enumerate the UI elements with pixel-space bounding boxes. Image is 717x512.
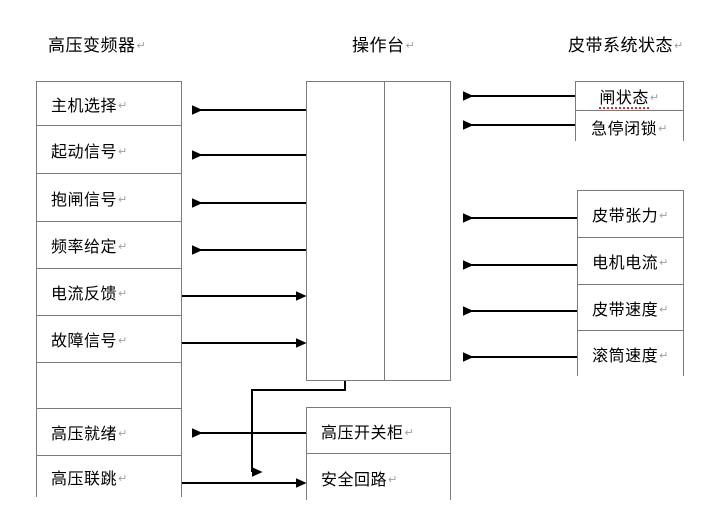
- header-center: 操作台↵: [352, 31, 415, 56]
- row-motor-current[interactable]: 电机电流↵: [578, 238, 683, 285]
- row-gate-status-label: 闸状态↵: [599, 88, 660, 109]
- group-inverter: 主机选择↵ 起动信号↵ 抱闸信号↵ 频率给定↵ 电流反馈↵ 故障信号↵ 高压就绪…: [36, 81, 182, 498]
- row-safety-circuit[interactable]: 安全回路↵: [307, 454, 450, 501]
- row-belt-speed[interactable]: 皮带速度↵: [578, 285, 683, 331]
- row-current-feedback-label: 电流反馈↵: [51, 284, 128, 303]
- row-current-feedback[interactable]: 电流反馈↵: [37, 269, 181, 316]
- row-belt-tension[interactable]: 皮带张力↵: [578, 191, 683, 238]
- row-hv-switchgear[interactable]: 高压开关柜↵: [307, 408, 450, 454]
- row-hv-ready[interactable]: 高压就绪↵: [37, 409, 181, 456]
- group-belt-status-top: 闸状态↵ 急停闭锁↵: [575, 81, 684, 142]
- header-center-label: 操作台: [352, 36, 405, 56]
- pilcrow-mark: ↵: [674, 39, 684, 52]
- pilcrow-mark: ↵: [136, 39, 147, 52]
- row-fault-signal-label: 故障信号↵: [51, 331, 128, 350]
- row-motor-current-label: 电机电流↵: [592, 253, 669, 272]
- row-brake-signal-label: 抱闸信号↵: [51, 189, 128, 209]
- row-fault-signal[interactable]: 故障信号↵: [37, 316, 181, 363]
- row-hv-ready-label: 高压就绪↵: [51, 424, 128, 443]
- row-host-select-label: 主机选择↵: [51, 95, 128, 115]
- row-estop-lock[interactable]: 急停闭锁↵: [576, 111, 683, 142]
- group-console[interactable]: [306, 81, 451, 381]
- row-drum-speed-label: 滚筒速度↵: [592, 346, 669, 365]
- row-hv-trip[interactable]: 高压联跳↵: [37, 456, 181, 498]
- row-start-signal-label: 起动信号↵: [51, 141, 128, 161]
- row-frequency-setting-label: 频率给定↵: [51, 237, 128, 256]
- group-belt-status-main: 皮带张力↵ 电机电流↵ 皮带速度↵ 滚筒速度↵: [577, 190, 684, 377]
- row-hv-trip-label: 高压联跳↵: [51, 469, 128, 488]
- row-start-signal[interactable]: 起动信号↵: [37, 126, 181, 174]
- row-host-select[interactable]: 主机选择↵: [37, 82, 181, 126]
- group-switchgear: 高压开关柜↵ 安全回路↵: [306, 407, 451, 501]
- pilcrow-mark: ↵: [405, 39, 416, 52]
- row-drum-speed[interactable]: 滚筒速度↵: [578, 331, 683, 377]
- header-right: 皮带系统状态↵: [568, 31, 684, 56]
- row-frequency-setting[interactable]: 频率给定↵: [37, 222, 181, 269]
- row-brake-signal[interactable]: 抱闸信号↵: [37, 174, 181, 222]
- console-divider: [384, 82, 385, 380]
- header-left: 高压变频器↵: [48, 31, 146, 56]
- row-estop-lock-label: 急停闭锁↵: [591, 118, 668, 138]
- header-right-label: 皮带系统状态: [568, 36, 673, 56]
- row-gate-status[interactable]: 闸状态↵: [576, 82, 683, 111]
- header-left-label: 高压变频器: [48, 36, 136, 56]
- row-belt-speed-label: 皮带速度↵: [592, 299, 669, 319]
- row-empty-spacer: [37, 363, 181, 409]
- row-safety-circuit-label: 安全回路↵: [321, 469, 398, 489]
- row-belt-tension-label: 皮带张力↵: [592, 206, 669, 225]
- row-hv-switchgear-label: 高压开关柜↵: [321, 422, 415, 442]
